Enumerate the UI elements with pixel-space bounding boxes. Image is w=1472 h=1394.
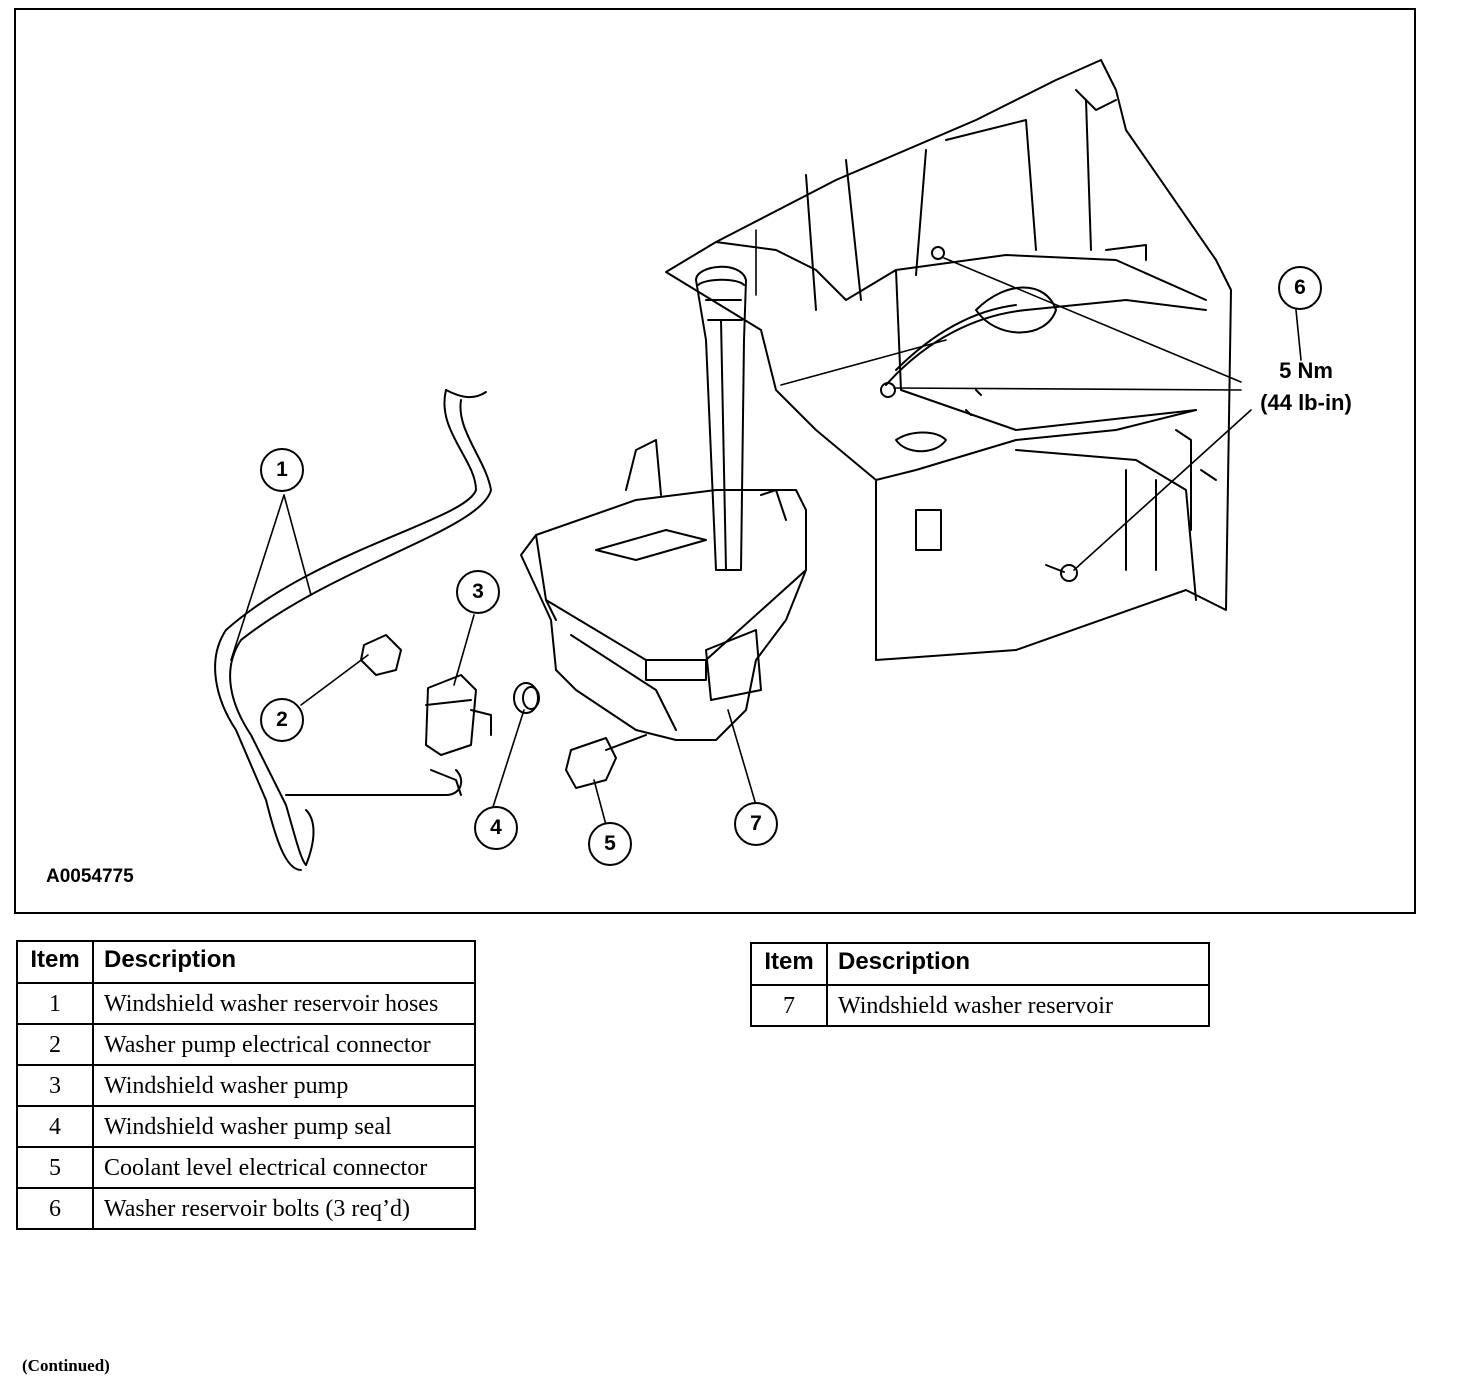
connector-5-drawing: [565, 734, 647, 789]
callout-5: 5: [588, 822, 632, 866]
table-row: 2 Washer pump electrical connector: [16, 1023, 476, 1066]
callout-2: 2: [260, 698, 304, 742]
table-row: 5 Coolant level electrical connector: [16, 1146, 476, 1189]
item-description: Windshield washer pump seal: [92, 1105, 476, 1148]
table-row: 6 Washer reservoir bolts (3 req’d): [16, 1187, 476, 1230]
item-number: 5: [16, 1146, 94, 1189]
continued-note: (Continued): [22, 1356, 110, 1375]
item-table-left: Item Description 1 Windshield washer res…: [16, 940, 476, 1230]
item-description: Windshield washer reservoir hoses: [92, 982, 476, 1025]
bolts-drawing: [880, 246, 1078, 582]
seal-4-drawing: [513, 682, 540, 714]
item-description: Washer pump electrical connector: [92, 1023, 476, 1066]
item-table-right: Item Description 7 Windshield washer res…: [750, 942, 1210, 1027]
item-number: 3: [16, 1064, 94, 1107]
item-number: 6: [16, 1187, 94, 1230]
header-description: Description: [92, 940, 476, 984]
table-row: 4 Windshield washer pump seal: [16, 1105, 476, 1148]
callout-3: 3: [456, 570, 500, 614]
callout-6: 6: [1278, 266, 1322, 310]
hoses-drawing: [214, 389, 492, 871]
filler-neck-drawing: [695, 265, 747, 571]
table-row: 1 Windshield washer reservoir hoses: [16, 982, 476, 1025]
header-item: Item: [16, 940, 94, 984]
item-description: Coolant level electrical connector: [92, 1146, 476, 1189]
table-header-row: Item Description: [16, 940, 476, 984]
item-number: 7: [750, 984, 828, 1027]
item-number: 4: [16, 1105, 94, 1148]
table-header-row: Item Description: [750, 942, 1210, 986]
item-number: 1: [16, 982, 94, 1025]
item-description: Windshield washer reservoir: [826, 984, 1210, 1027]
washer-reservoir-illustration: [214, 59, 1302, 871]
callout-1: 1: [260, 448, 304, 492]
fender-structure-drawing: [665, 59, 1232, 661]
exploded-view-figure: 1 2 3 4 5 6 7 5 Nm (44 lb-in) A0054775: [14, 8, 1416, 914]
header-description: Description: [826, 942, 1210, 986]
table-row: 3 Windshield washer pump: [16, 1064, 476, 1107]
pump-drawing: [425, 674, 492, 796]
callout-7: 7: [734, 802, 778, 846]
header-item: Item: [750, 942, 828, 986]
leader-lines: [230, 229, 1302, 826]
callout-4: 4: [474, 806, 518, 850]
table-row: 7 Windshield washer reservoir: [750, 984, 1210, 1027]
item-description: Windshield washer pump: [92, 1064, 476, 1107]
reservoir-drawing: [520, 439, 807, 741]
torque-value: 5 Nm: [1279, 358, 1333, 383]
item-number: 2: [16, 1023, 94, 1066]
figure-id: A0054775: [46, 866, 134, 887]
item-description: Washer reservoir bolts (3 req’d): [92, 1187, 476, 1230]
torque-imperial: (44 lb-in): [1260, 390, 1352, 415]
